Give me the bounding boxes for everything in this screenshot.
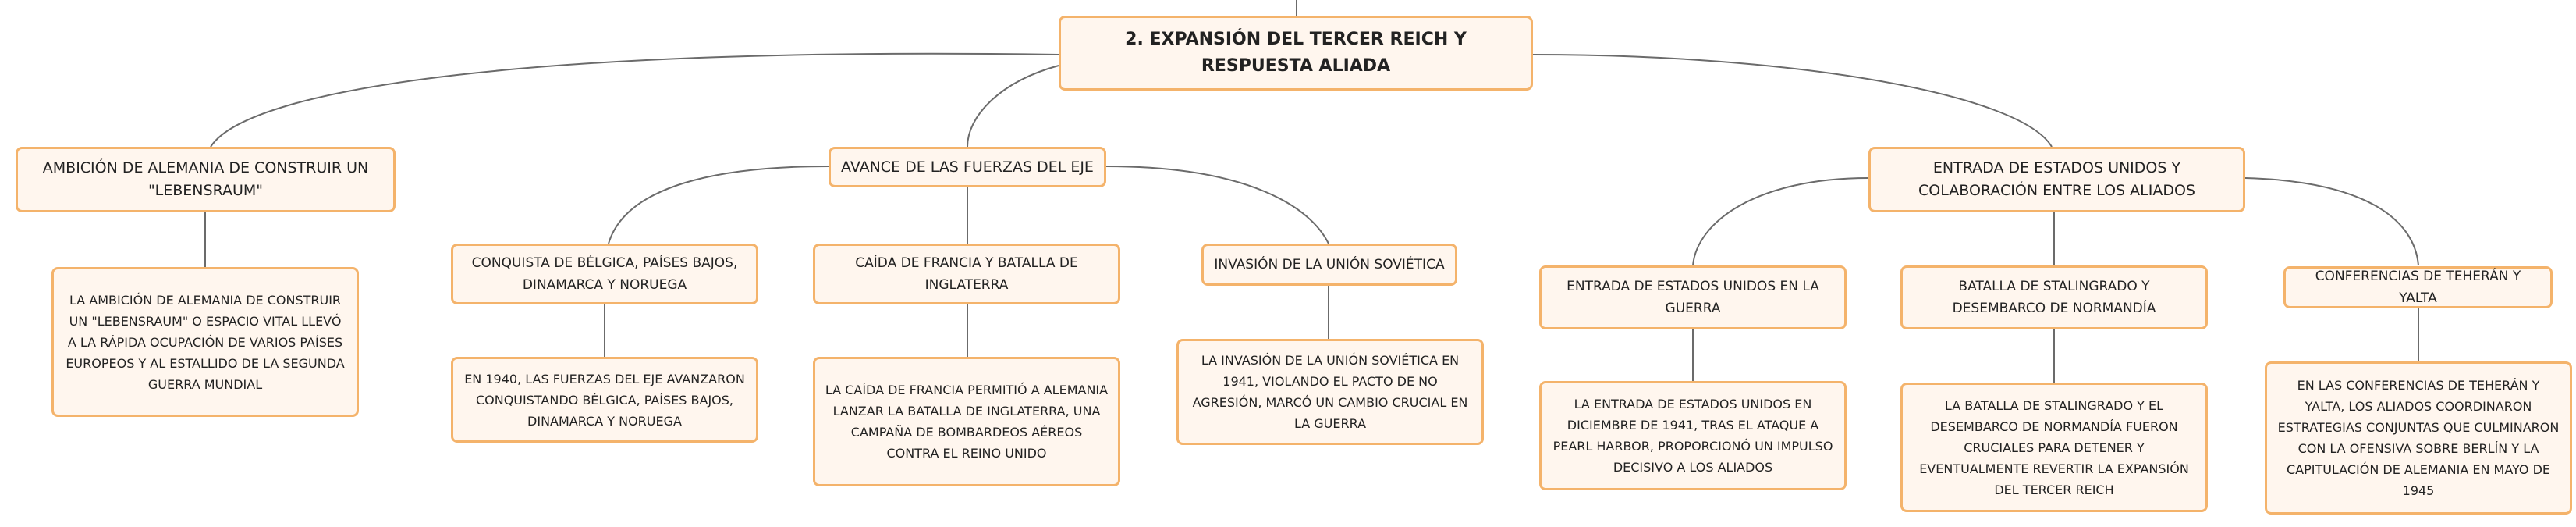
connector-branch-3-sub-1 [1692, 177, 1869, 266]
connector-branch-2-sub-1 [608, 166, 829, 244]
detail-invasion-urss[interactable]: LA INVASIÓN DE LA UNIÓN SOVIÉTICA EN 194… [1176, 339, 1484, 445]
detail-conquista-belgica[interactable]: EN 1940, LAS FUERZAS DEL EJE AVANZARON C… [451, 357, 758, 443]
connector-branch-3-sub-3 [2244, 177, 2419, 266]
connector-root-branch-2 [967, 65, 1059, 148]
sub-stalingrado-normandia[interactable]: BATALLA DE STALINGRADO Y DESEMBARCO DE N… [1900, 265, 2208, 329]
detail-caida-francia[interactable]: LA CAÍDA DE FRANCIA PERMITIÓ A ALEMANIA … [813, 357, 1120, 486]
sub-caida-francia[interactable]: CAÍDA DE FRANCIA Y BATALLA DE INGLATERRA [813, 244, 1120, 304]
detail-entrada-eeuu[interactable]: LA ENTRADA DE ESTADOS UNIDOS EN DICIEMBR… [1539, 381, 1847, 490]
root-node[interactable]: 2. EXPANSIÓN DEL TERCER REICH Y RESPUEST… [1059, 16, 1533, 91]
connector-root-branch-3 [1532, 54, 2053, 148]
branch-avance-eje[interactable]: AVANCE DE LAS FUERZAS DEL EJE [829, 147, 1106, 187]
detail-lebensraum[interactable]: LA AMBICIÓN DE ALEMANIA DE CONSTRUIR UN … [51, 267, 359, 417]
detail-stalingrado-normandia[interactable]: LA BATALLA DE STALINGRADO Y EL DESEMBARC… [1900, 383, 2208, 512]
sub-teheran-yalta[interactable]: CONFERENCIAS DE TEHERÁN Y YALTA [2283, 266, 2553, 308]
sub-conquista-belgica[interactable]: CONQUISTA DE BÉLGICA, PAÍSES BAJOS, DINA… [451, 244, 758, 304]
branch-lebensraum[interactable]: AMBICIÓN DE ALEMANIA DE CONSTRUIR UN "LE… [16, 147, 396, 212]
sub-invasion-urss[interactable]: INVASIÓN DE LA UNIÓN SOVIÉTICA [1201, 244, 1457, 286]
connector-branch-2-sub-3 [1105, 166, 1329, 244]
branch-entrada-eeuu[interactable]: ENTRADA DE ESTADOS UNIDOS Y COLABORACIÓN… [1868, 147, 2245, 212]
connector-root-branch-1 [210, 52, 1059, 148]
sub-entrada-eeuu[interactable]: ENTRADA DE ESTADOS UNIDOS EN LA GUERRA [1539, 265, 1847, 329]
detail-teheran-yalta[interactable]: EN LAS CONFERENCIAS DE TEHERÁN Y YALTA, … [2265, 361, 2572, 515]
